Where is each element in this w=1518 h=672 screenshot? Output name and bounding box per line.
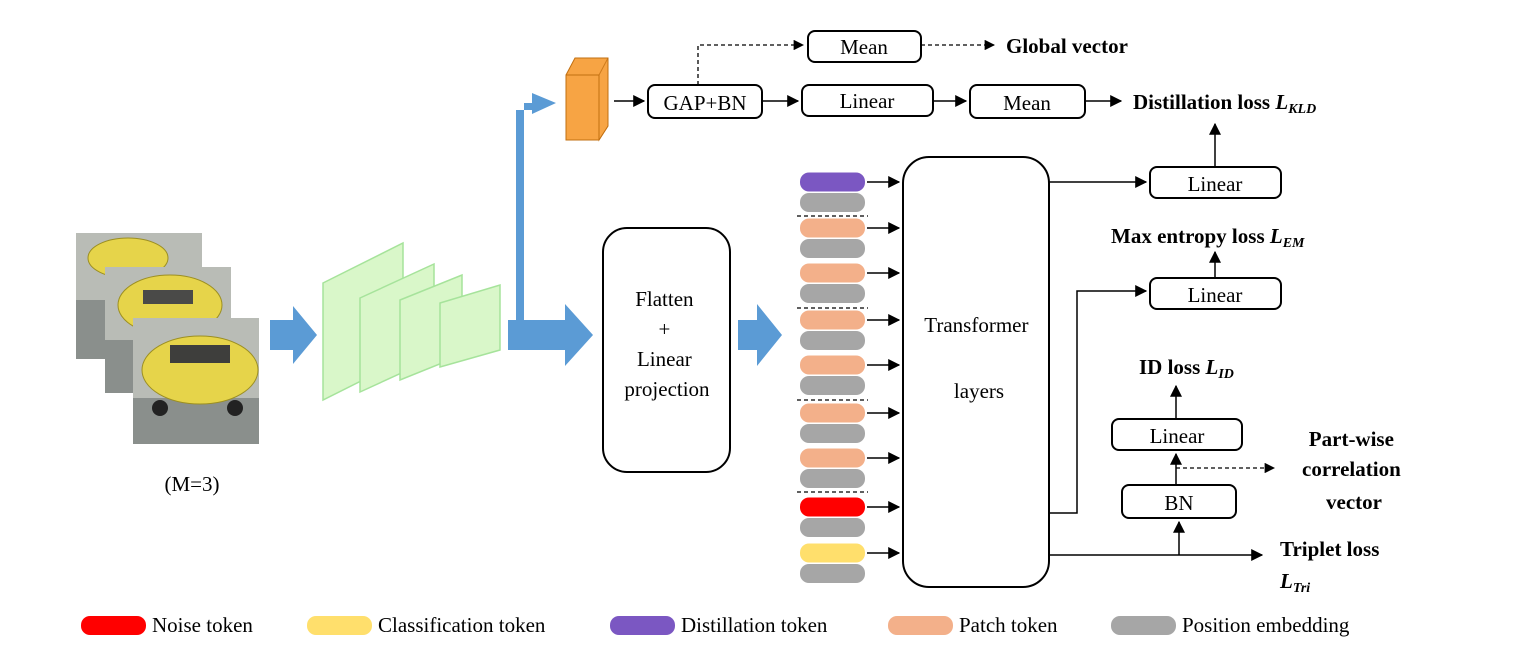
distillation-token [800, 172, 865, 192]
position-embedding [800, 469, 865, 488]
patch-token [800, 218, 865, 238]
patch-token [800, 263, 865, 283]
distillation-loss-label: Distillation loss LKLD [1133, 90, 1316, 117]
legend-label-distillation: Distillation token [681, 613, 828, 637]
patch-token [800, 355, 865, 375]
patch-token [800, 403, 865, 423]
linear-top-label: Linear [840, 89, 895, 113]
linear-kld-label: Linear [1188, 172, 1243, 196]
svg-text:Flatten + Linear: Flatten + Linear projection [624, 287, 710, 401]
position-embedding [800, 376, 865, 395]
blue-arrow-to-feature-map [516, 93, 556, 322]
max-entropy-loss-label: Max entropy loss LEM [1111, 224, 1305, 251]
noise-token [800, 497, 865, 517]
bn-label: BN [1164, 491, 1193, 515]
input-images: (M=3) [76, 233, 259, 496]
top-branch: GAP+BN Mean Global vector Linear Mean Di… [614, 30, 1316, 119]
legend-swatch-position [1111, 616, 1176, 635]
right-heads: Linear Max entropy loss LEM Linear ID lo… [1049, 122, 1406, 596]
classification-token [800, 543, 865, 563]
cnn-backbone [322, 241, 501, 402]
projection-line-1: Flatten [635, 287, 694, 311]
triplet-loss-label: Triplet loss [1280, 537, 1379, 561]
legend-swatch-distillation [610, 616, 675, 635]
linear-id-label: Linear [1150, 424, 1205, 448]
triplet-loss-symbol: LTri [1279, 569, 1310, 596]
legend-swatch-patch [888, 616, 953, 635]
blue-arrow-cnn-to-projection [508, 304, 593, 366]
position-embedding [800, 424, 865, 443]
gap-bn-label: GAP+BN [663, 91, 746, 115]
feature-map-cube [565, 57, 609, 142]
legend: Noise token Classification token Distillat… [81, 613, 1350, 637]
mean-lower-label: Mean [1003, 91, 1051, 115]
transformer-line-2: layers [954, 379, 1004, 403]
position-embedding [800, 518, 865, 537]
vehicle-image-3 [133, 318, 259, 444]
blue-arrow-projection-to-tokens [738, 304, 782, 366]
legend-label-position: Position embedding [1182, 613, 1350, 637]
legend-label-patch: Patch token [959, 613, 1058, 637]
patch-token [800, 310, 865, 330]
projection-line-2: + [658, 317, 670, 341]
transformer-box: Transformer layers [902, 156, 1050, 588]
legend-swatch-classification [307, 616, 372, 635]
blue-arrow-input-to-cnn [270, 306, 317, 364]
projection-box: Flatten + Linear projection [602, 227, 731, 473]
patch-token [800, 448, 865, 468]
input-caption: (M=3) [164, 472, 219, 496]
cnn-block-4 [439, 283, 501, 368]
blue-arrows [270, 93, 782, 366]
legend-label-classification: Classification token [378, 613, 546, 637]
transformer-line-1: Transformer [924, 313, 1028, 337]
legend-label-noise: Noise token [152, 613, 253, 637]
linear-em-label: Linear [1188, 283, 1243, 307]
svg-text:Transformer layers: Transformer layers [924, 313, 1033, 403]
mean-upper-label: Mean [840, 35, 888, 59]
position-embedding [800, 193, 865, 212]
token-stack [797, 172, 901, 583]
global-vector-label: Global vector [1006, 34, 1128, 58]
position-embedding [800, 331, 865, 350]
id-loss-label: ID loss LID [1139, 355, 1234, 382]
projection-line-3: Linear [637, 347, 692, 371]
position-embedding [800, 564, 865, 583]
projection-line-4: projection [624, 377, 710, 401]
position-embedding [800, 284, 865, 303]
position-embedding [800, 239, 865, 258]
partwise-vector-label: Part-wise correlation vector [1302, 427, 1406, 514]
legend-swatch-noise [81, 616, 146, 635]
